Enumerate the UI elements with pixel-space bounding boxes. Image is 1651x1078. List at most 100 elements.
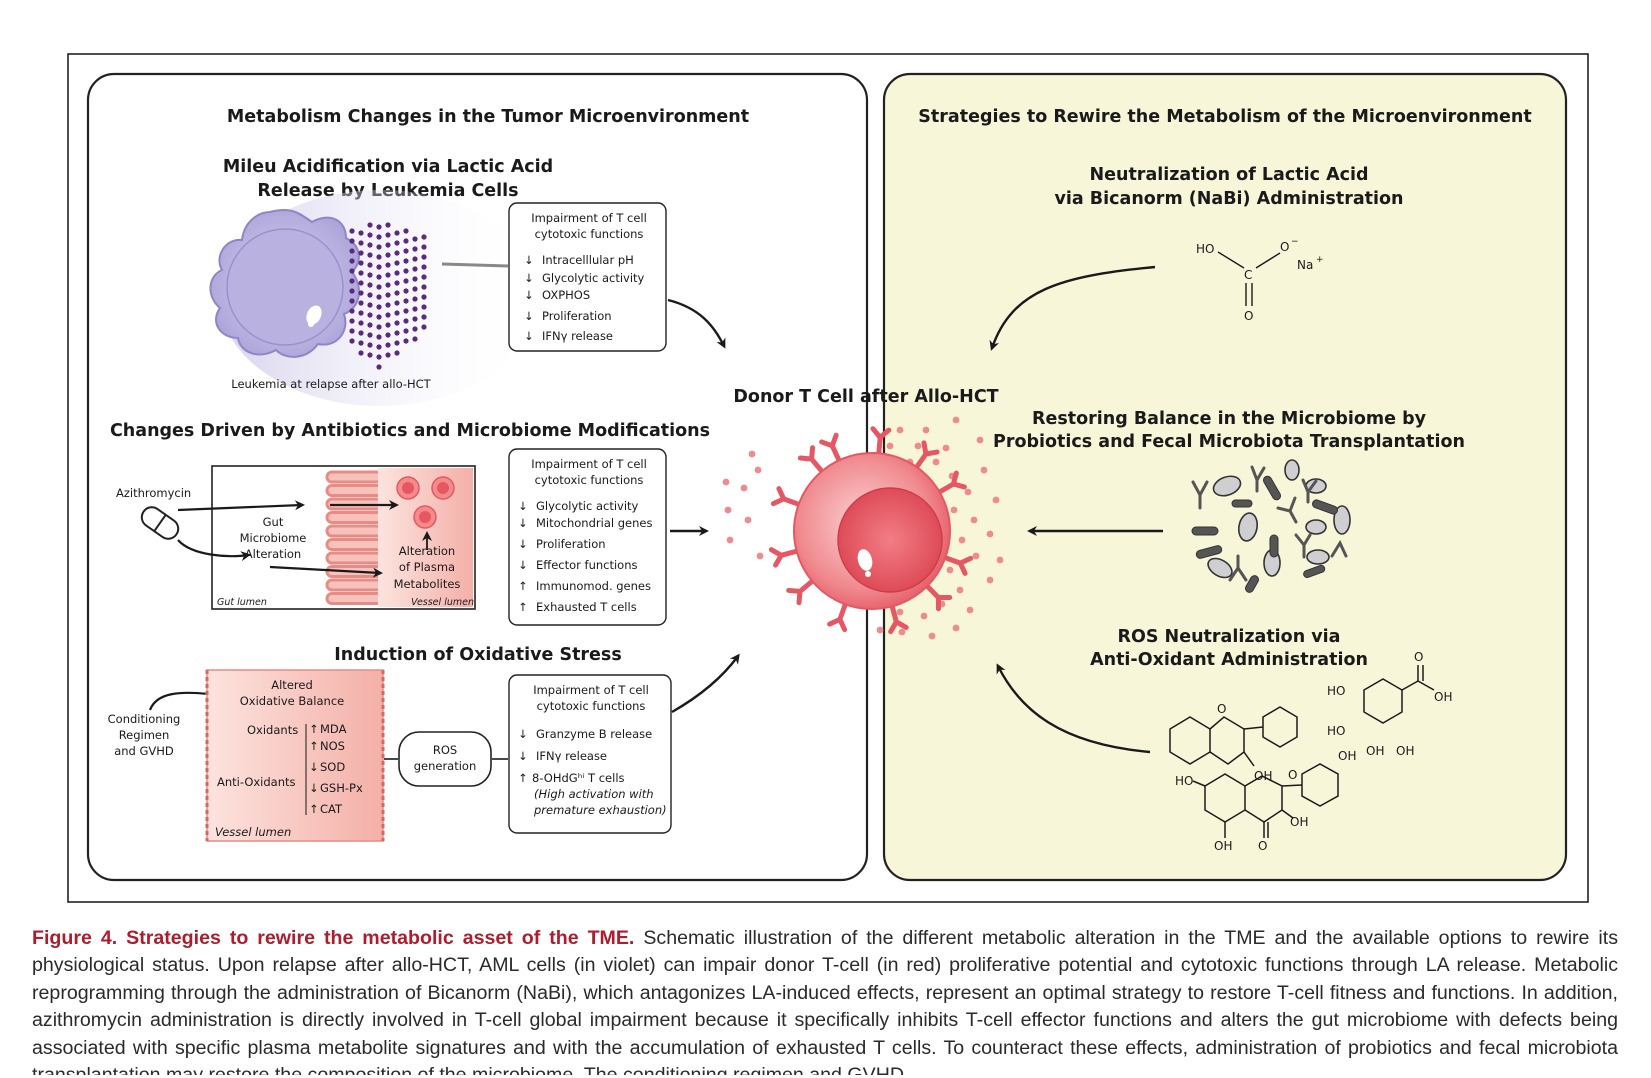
tcell-receptor <box>924 583 953 612</box>
lactic-acid-dot <box>367 332 373 338</box>
lactic-acid-dot <box>358 260 364 266</box>
tcell-receptor <box>819 432 842 463</box>
lactic-acid-dot <box>412 256 418 262</box>
metabolite-dot <box>942 444 950 452</box>
svg-text:SOD: SOD <box>320 760 345 774</box>
impairment-box-1: Impairment of T cell cytotoxic functions… <box>508 202 667 352</box>
metabolite-dot <box>724 506 732 514</box>
svg-text:Vessel lumen: Vessel lumen <box>215 825 291 839</box>
lactic-acid-dot <box>358 230 364 236</box>
svg-text:premature exhaustion): premature exhaustion) <box>533 803 667 817</box>
lactic-acid-dot <box>403 228 409 234</box>
lactic-acid-dot <box>349 328 355 334</box>
lactic-acid-dot <box>358 290 364 296</box>
svg-text:O: O <box>1280 240 1289 254</box>
metabolite-dot <box>952 624 960 632</box>
lactic-acid-dot <box>376 244 382 250</box>
svg-text:and GVHD: and GVHD <box>114 744 174 758</box>
svg-text:generation: generation <box>414 759 477 773</box>
svg-text:OH: OH <box>1290 815 1308 829</box>
lactic-acid-dot <box>394 260 400 266</box>
metabolite-dot <box>920 612 928 620</box>
svg-text:+: + <box>1316 255 1324 265</box>
svg-text:↑: ↑ <box>309 722 319 736</box>
svg-text:CAT: CAT <box>320 802 343 816</box>
lactic-acid-dot <box>367 252 373 258</box>
lactic-acid-dot <box>394 300 400 306</box>
lactic-acid-dot <box>349 228 355 234</box>
right-panel-title: Strategies to Rewire the Metabolism of t… <box>918 107 1531 127</box>
tcell-receptor <box>786 578 815 606</box>
svg-text:↓: ↓ <box>518 516 528 530</box>
tcell-receptor <box>888 603 909 635</box>
lactic-acid-dot <box>376 334 382 340</box>
donor-t-cell-illustration <box>722 416 1004 640</box>
lactic-acid-dot <box>367 232 373 238</box>
lactic-acid-dot <box>349 258 355 264</box>
metabolite-dot <box>970 516 978 524</box>
svg-text:Metabolites: Metabolites <box>394 577 461 591</box>
lactic-acid-dot <box>403 278 409 284</box>
lactic-acid-dot <box>376 264 382 270</box>
lactic-acid-dot <box>421 304 427 310</box>
svg-text:cytotoxic functions: cytotoxic functions <box>537 699 646 713</box>
svg-text:Alteration: Alteration <box>245 547 301 561</box>
villus <box>325 578 378 592</box>
lactic-acid-dot <box>394 320 400 326</box>
lactic-acid-dot <box>367 292 373 298</box>
svg-text:Gut: Gut <box>263 515 284 529</box>
svg-text:NOS: NOS <box>320 739 345 753</box>
svg-text:↑: ↑ <box>518 600 528 614</box>
svg-text:Immunomod. genes: Immunomod. genes <box>536 579 651 593</box>
villus <box>325 484 378 497</box>
lactic-acid-dot <box>421 244 427 250</box>
lactic-acid-dot <box>421 294 427 300</box>
lactic-acid-dot <box>394 340 400 346</box>
pill-icon <box>140 506 180 540</box>
svg-text:↓: ↓ <box>518 499 528 513</box>
svg-text:HO: HO <box>1175 774 1193 788</box>
lactic-acid-dot <box>394 280 400 286</box>
lactic-acid-dot <box>385 282 391 288</box>
tcell-receptor <box>827 601 848 633</box>
lactic-acid-dot <box>385 262 391 268</box>
lactic-acid-dot <box>358 350 364 356</box>
lactic-acid-dot <box>349 318 355 324</box>
arrow-box1-to-tcell <box>667 298 726 349</box>
microbiota-illustration <box>1191 459 1351 593</box>
svg-text:OH: OH <box>1366 744 1384 758</box>
figure-caption: Figure 4. Strategies to rewire the metab… <box>32 925 1618 1075</box>
lactic-acid-dot <box>376 314 382 320</box>
lactic-acid-dot <box>403 248 409 254</box>
lactic-acid-dot <box>394 310 400 316</box>
metabolite-dot <box>946 566 954 574</box>
strategy1-title-line1: Neutralization of Lactic Acid <box>1089 165 1368 185</box>
lactic-acid-dot <box>421 254 427 260</box>
lactic-acid-dot <box>367 262 373 268</box>
lactic-acid-dot <box>403 298 409 304</box>
metabolite-dot <box>922 426 930 434</box>
lactic-acid-dot <box>394 250 400 256</box>
strategy2-title-line1: Restoring Balance in the Microbiome by <box>1032 409 1427 429</box>
lactic-acid-dot <box>367 282 373 288</box>
lactic-acid-dot <box>385 242 391 248</box>
svg-text:OH: OH <box>1338 749 1356 763</box>
lactic-acid-dot <box>421 234 427 240</box>
strategy3-title-line2: Anti-Oxidant Administration <box>1090 650 1368 670</box>
lactic-acid-dot <box>412 326 418 332</box>
svg-text:Gut lumen: Gut lumen <box>217 597 267 608</box>
tcell-receptor <box>914 440 940 470</box>
villus <box>325 470 378 484</box>
lactic-acid-dot <box>367 312 373 318</box>
svg-text:C: C <box>1244 268 1252 282</box>
strategy3-title-line1: ROS Neutralization via <box>1118 627 1341 647</box>
metabolite-dot <box>740 484 748 492</box>
metabolite-dot <box>748 450 756 458</box>
lactic-acid-dot <box>412 296 418 302</box>
svg-text:HO: HO <box>1327 684 1345 698</box>
svg-text:MDA: MDA <box>320 722 347 736</box>
metabolite-dot <box>722 478 730 486</box>
tcell-label: Donor T Cell after Allo-HCT <box>733 387 998 407</box>
lactic-acid-dot <box>385 222 391 228</box>
lactic-acid-dot <box>376 364 382 370</box>
